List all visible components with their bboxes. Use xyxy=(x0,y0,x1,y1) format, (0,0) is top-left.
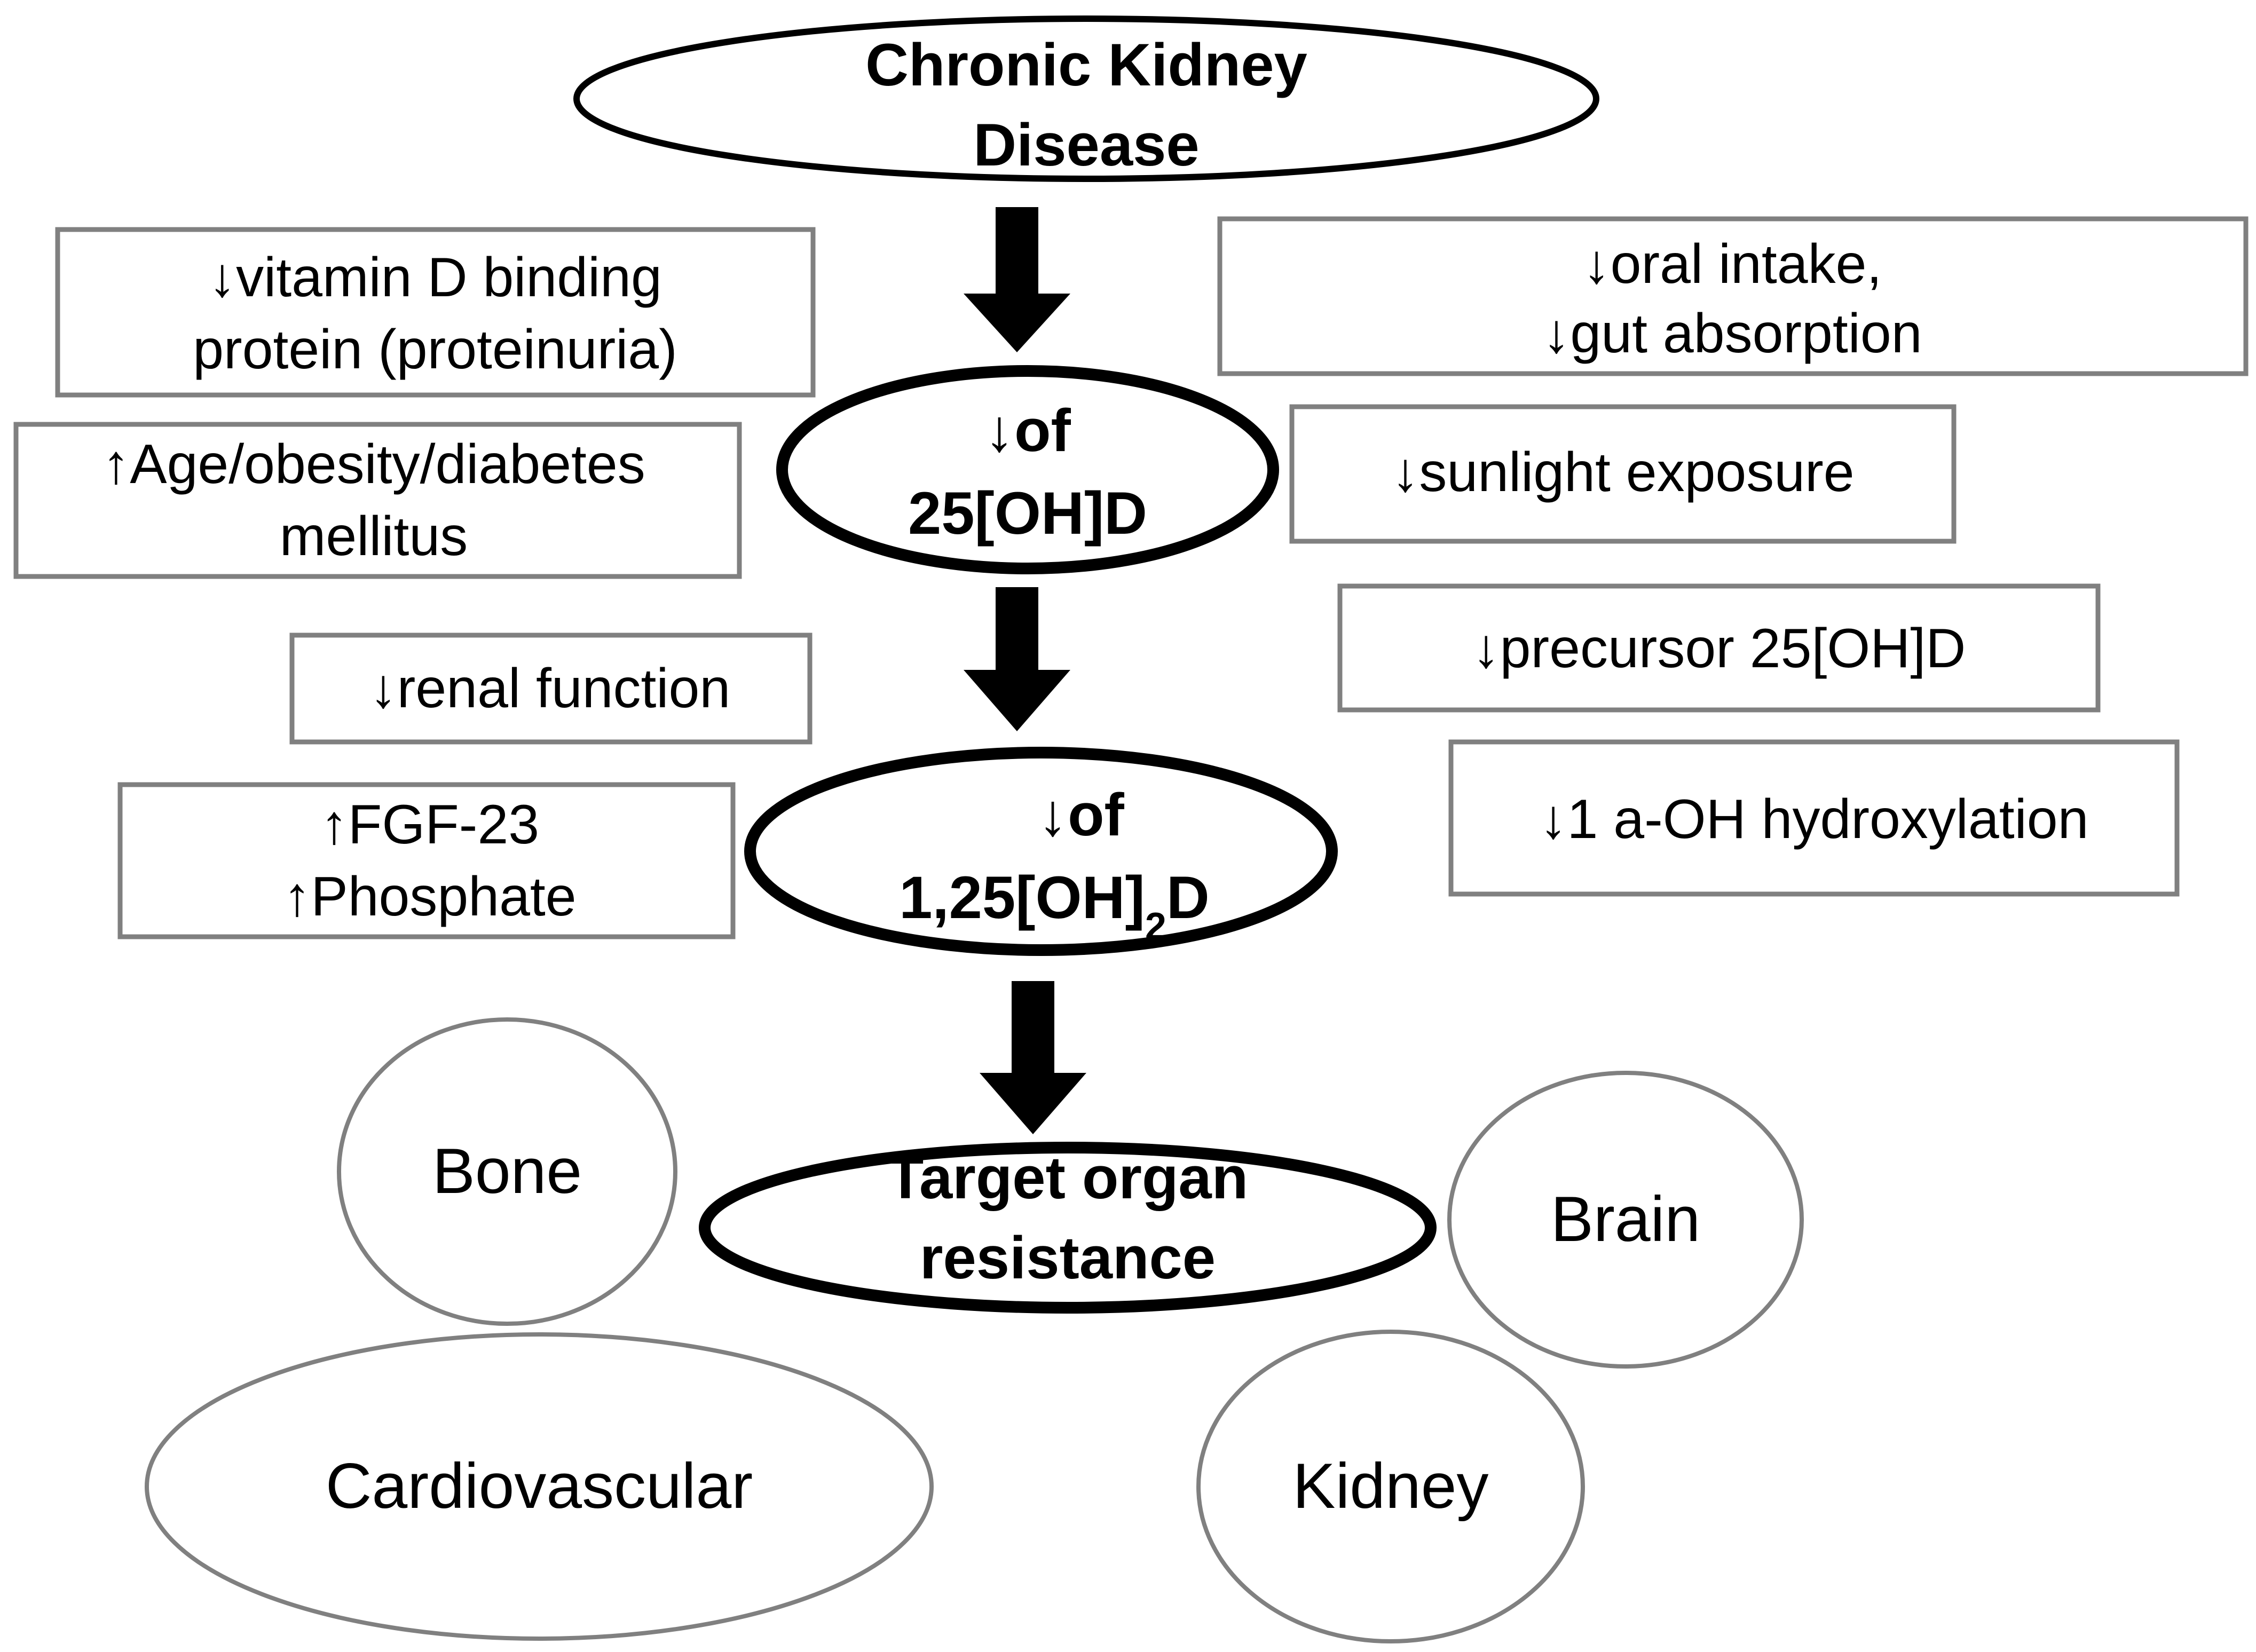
ckd-node: Chronic Kidney Disease xyxy=(573,15,1599,182)
organ-kidney-label: Kidney xyxy=(1293,1450,1489,1522)
factor-box-fgf: ↑FGF-23 ↑Phosphate xyxy=(117,782,736,939)
factor-box-dbp: ↓vitamin D binding protein (proteinuria) xyxy=(55,227,816,398)
factor-box-sunlight: ↓sunlight exposure xyxy=(1289,404,1957,544)
arrow-25ohd-to-125ohd xyxy=(964,587,1070,731)
organ-bone-label: Bone xyxy=(432,1135,582,1207)
vitamin-d-25-line2: 25[OH]D xyxy=(908,480,1147,547)
factor-box-hydroxylation: ↓1 a-OH hydroxylation xyxy=(1448,739,2180,897)
factor-precursor-line1: ↓precursor 25[OH]D xyxy=(1472,618,1966,679)
organ-kidney: Kidney xyxy=(1196,1330,1585,1643)
vitamin-d-25-node: ↓of 25[OH]D xyxy=(776,365,1279,574)
target-organ-line1: Target organ xyxy=(887,1144,1248,1211)
factor-box-precursor: ↓precursor 25[OH]D xyxy=(1337,583,2101,713)
arrow-ckd-to-25ohd xyxy=(964,207,1070,352)
factor-dbp-line1: ↓vitamin D binding xyxy=(208,247,662,309)
factor-hydroxylation-line1: ↓1 a-OH hydroxylation xyxy=(1540,788,2089,850)
ckd-node-line2: Disease xyxy=(973,112,1199,178)
factor-oral-line1: ↓oral intake, xyxy=(1583,233,1882,295)
vitamin-d-125-node: ↓of 1,25[OH]2D xyxy=(744,747,1338,956)
factor-age-line2: mellitus xyxy=(280,505,468,567)
factor-box-oral: ↓oral intake, ↓gut absorption xyxy=(1217,216,2249,376)
arrow-125ohd-to-target xyxy=(980,981,1086,1134)
factor-age-line1: ↑Age/obesity/diabetes xyxy=(102,433,645,495)
organ-cardiovascular-label: Cardiovascular xyxy=(326,1450,753,1522)
vitamin-d-25-line1: ↓of xyxy=(984,397,1071,464)
factor-dbp-line2: protein (proteinuria) xyxy=(193,319,677,381)
organ-bone: Bone xyxy=(337,1017,677,1326)
organ-brain-label: Brain xyxy=(1551,1183,1700,1255)
factor-oral-line2: ↓gut absorption xyxy=(1542,303,1922,365)
vitamin-d-125-line2: 1,25[OH]2D xyxy=(899,864,1210,948)
target-organ-line2: resistance xyxy=(920,1224,1216,1291)
ckd-node-line1: Chronic Kidney xyxy=(865,31,1307,98)
target-organ-node: Target organ resistance xyxy=(699,1142,1437,1314)
factor-fgf-line1: ↑FGF-23 xyxy=(320,794,539,856)
factor-sunlight-line1: ↓sunlight exposure xyxy=(1391,441,1854,503)
factor-box-age: ↑Age/obesity/diabetes mellitus xyxy=(13,422,742,579)
factor-box-renal: ↓renal function xyxy=(289,633,813,745)
organ-brain: Brain xyxy=(1447,1071,1804,1369)
vitamin-d-125-line1: ↓of xyxy=(1038,781,1124,848)
organ-cardiovascular: Cardiovascular xyxy=(145,1332,934,1641)
factor-renal-line1: ↓renal function xyxy=(369,658,730,720)
factor-fgf-line2: ↑Phosphate xyxy=(283,866,576,928)
